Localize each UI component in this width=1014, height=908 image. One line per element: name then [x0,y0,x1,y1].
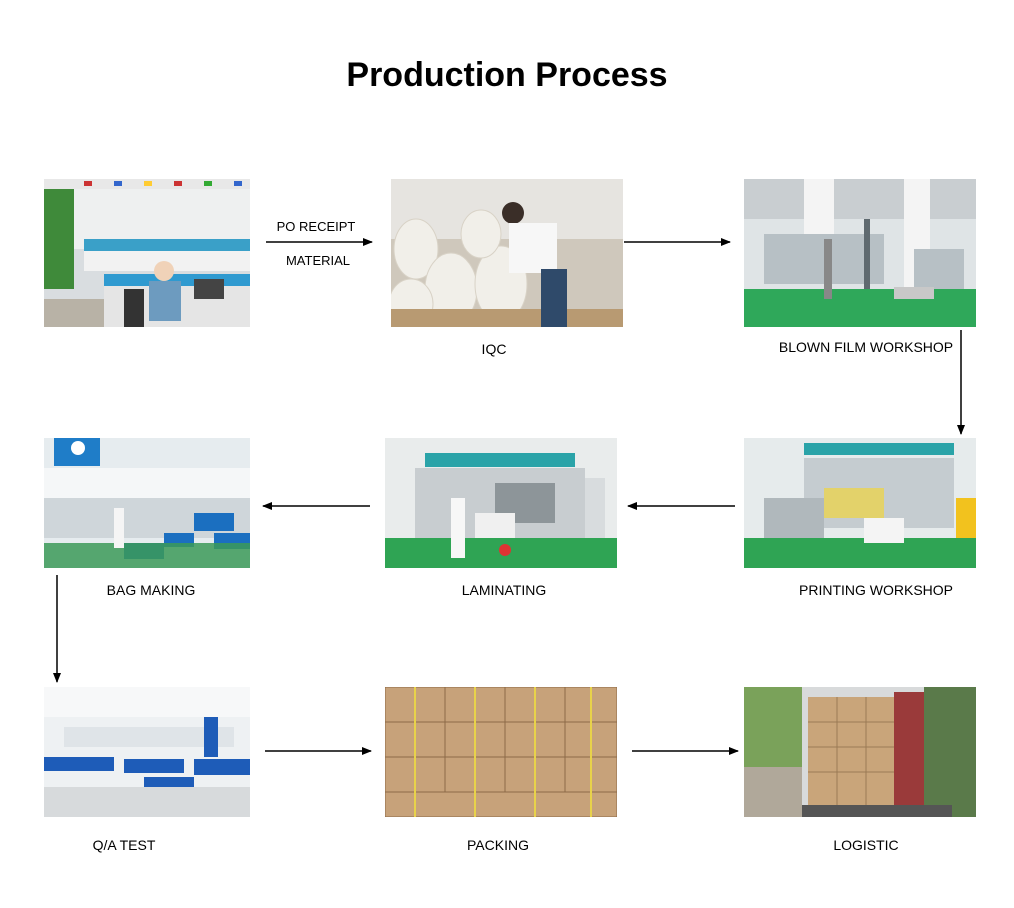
material-label: MATERIAL [285,253,351,268]
bag-making-photo [44,438,250,568]
step-label-qa-test: Q/A TEST [92,837,156,853]
packing-boxes-photo [385,687,617,817]
step-label-printing: PRINTING WORKSHOP [798,582,954,598]
material-inspection-photo [391,179,623,327]
step-label-logistic: LOGISTIC [833,837,899,853]
step-label-blown-film: BLOWN FILM WORKSHOP [778,339,954,355]
step-label-iqc: IQC [481,341,507,357]
printing-machine-photo [744,438,976,568]
step-label-bag-making: BAG MAKING [106,582,196,598]
container-truck-photo [744,687,976,817]
laminating-machine-photo [385,438,617,568]
blown-film-machine-photo [744,179,976,327]
step-label-laminating: LAMINATING [461,582,547,598]
po-receipt-label: PO RECEIPT [276,219,356,234]
step-label-packing: PACKING [467,837,529,853]
office-photo [44,179,250,327]
page-title: Production Process [346,56,668,94]
qa-lab-photo [44,687,250,817]
